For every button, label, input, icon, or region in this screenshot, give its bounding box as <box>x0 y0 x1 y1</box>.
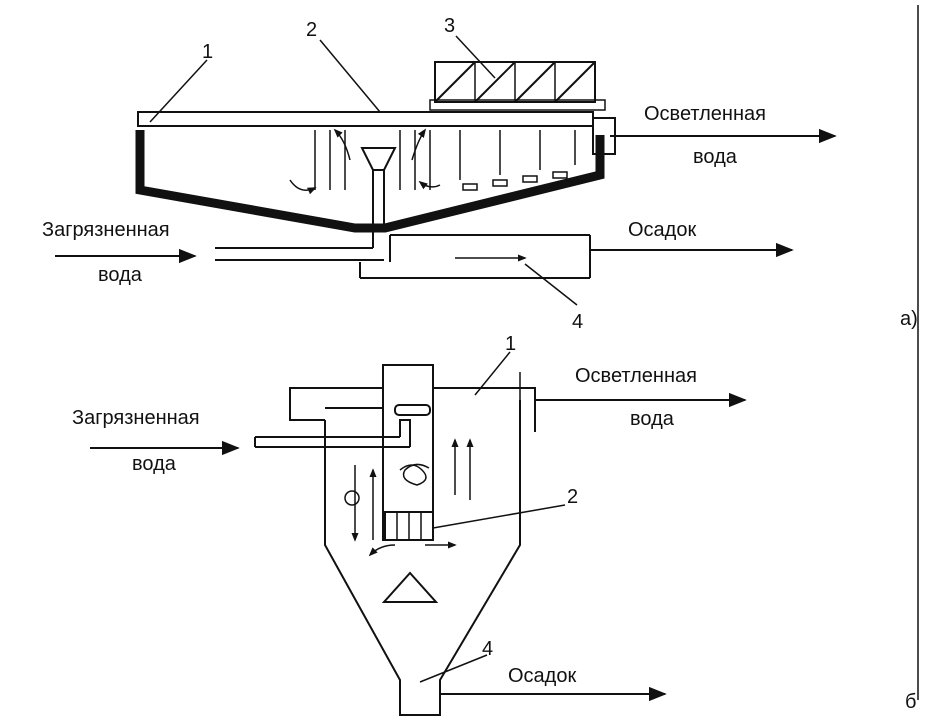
leader-2 <box>319 39 381 113</box>
central-funnel <box>360 147 397 171</box>
leader-3 <box>455 35 496 79</box>
diagram-b-vertical-clarifier: 1 2 4 Загрязненная вода Осветленная вода… <box>72 333 916 716</box>
leader-2 <box>432 504 566 529</box>
spiral-flow <box>399 463 430 486</box>
central-column <box>382 364 434 541</box>
tank-body <box>324 400 521 716</box>
leader-4 <box>419 654 488 683</box>
collector-loop <box>289 387 383 421</box>
callout-4: 4 <box>482 638 493 660</box>
input-label-line2: вода <box>132 453 177 475</box>
sludge-label: Осадок <box>628 219 696 241</box>
inlet-pipe <box>215 232 384 261</box>
flow-arrow <box>411 128 427 161</box>
input-label-line1: Загрязненная <box>72 407 200 429</box>
leader-1 <box>149 59 208 123</box>
callout-1: 1 <box>202 41 213 63</box>
bridge-walkway <box>137 111 594 127</box>
flow-arrow <box>368 544 396 557</box>
output-label-line1: Осветленная <box>575 365 697 387</box>
sludge-label: Осадок <box>508 665 576 687</box>
flow-arrow <box>418 180 441 190</box>
leader-4 <box>524 263 578 306</box>
callout-2: 2 <box>567 486 578 508</box>
callout-1: 1 <box>505 333 516 355</box>
leader-1 <box>474 351 511 396</box>
outlet-trough <box>433 387 536 432</box>
callout-3: 3 <box>444 15 455 37</box>
input-label-line1: Загрязненная <box>42 219 170 241</box>
particle-circle <box>344 490 360 506</box>
deflector-cone <box>381 571 439 603</box>
flow-arrow <box>289 179 317 195</box>
output-label-line1: Осветленная <box>644 103 766 125</box>
callout-2: 2 <box>306 19 317 41</box>
tank-body <box>135 130 605 233</box>
drive-unit-3 <box>429 61 606 111</box>
output-label-line2: вода <box>693 146 738 168</box>
output-label-line2: вода <box>630 408 675 430</box>
callout-4: 4 <box>572 311 583 333</box>
panel-label-b: б <box>905 691 916 713</box>
sludge-pipe <box>359 234 591 279</box>
inlet-pipe <box>254 404 431 448</box>
input-label-line2: вода <box>98 264 143 286</box>
panel-label-a: а) <box>900 308 918 330</box>
scraper-rake <box>314 130 576 191</box>
flow-arrow <box>333 128 351 161</box>
diagram-a-radial-clarifier: 1 2 3 4 Загрязненная вода Осветленная во… <box>42 15 918 333</box>
